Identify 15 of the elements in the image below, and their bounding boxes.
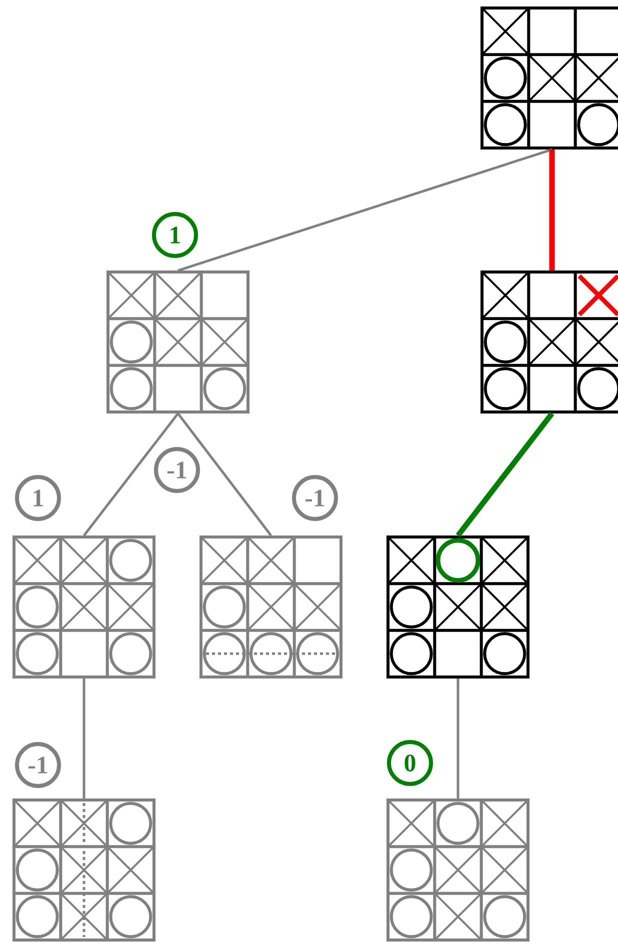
board-drawing: [12, 536, 156, 678]
connector-line: [82, 678, 86, 798]
connector-line: [456, 412, 554, 538]
board-drawing: [200, 536, 342, 678]
board-drawing: [386, 798, 530, 942]
connector-line: [549, 150, 555, 270]
connector-line: [178, 148, 552, 272]
board-drawing: [12, 798, 156, 942]
board-drawing: [386, 536, 530, 678]
board-drawing: [480, 270, 618, 414]
connector-line: [83, 412, 179, 536]
board-drawing: [480, 6, 618, 150]
connector-line: [456, 678, 460, 798]
board-drawing: [106, 270, 250, 414]
connector-line: [177, 412, 272, 536]
